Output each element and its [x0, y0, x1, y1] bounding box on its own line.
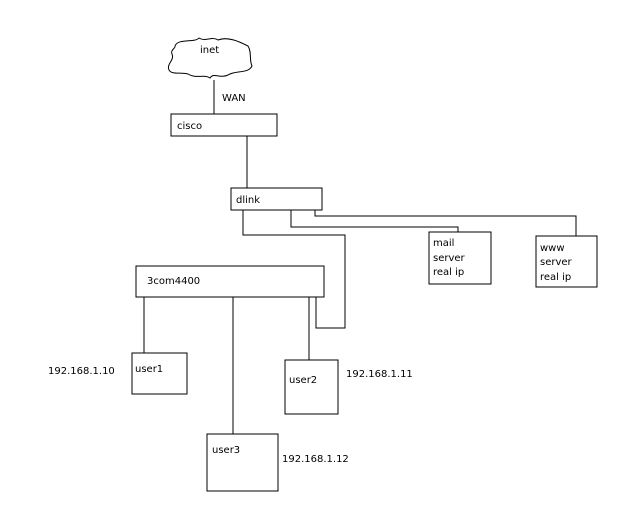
dlink-label: dlink	[236, 195, 260, 206]
wan-label: WAN	[222, 93, 246, 104]
switch-label: 3com4400	[147, 276, 200, 287]
cisco-label: cisco	[177, 121, 202, 132]
www-server-label-line2: server	[540, 257, 573, 268]
user1-host: user1	[131, 352, 188, 395]
link-dlink-switch	[242, 210, 346, 329]
user2-label: user2	[289, 375, 317, 386]
www-server-label-line1: www	[540, 243, 565, 254]
switch-3com4400: 3com4400	[135, 265, 325, 298]
user2-ip: 192.168.1.11	[346, 369, 413, 380]
internet-cloud: inet	[167, 37, 253, 79]
link-dlink-www	[314, 210, 577, 236]
mail-server: mail server real ip	[428, 231, 492, 285]
www-server-label-line3: real ip	[540, 272, 571, 283]
user3-label: user3	[212, 445, 240, 456]
dlink-router: dlink	[230, 187, 323, 211]
user1-label: user1	[135, 364, 163, 375]
link-dlink-mail	[290, 210, 459, 232]
www-server: www server real ip	[535, 235, 598, 288]
user2-host: user2	[284, 359, 339, 415]
mail-server-label-line3: real ip	[433, 267, 464, 278]
connections	[143, 80, 577, 434]
user3-ip: 192.168.1.12	[282, 454, 349, 465]
user1-ip: 192.168.1.10	[48, 366, 115, 377]
mail-server-label-line1: mail	[433, 238, 454, 249]
mail-server-label-line2: server	[433, 253, 466, 264]
user3-host: user3	[206, 433, 279, 492]
cisco-router: cisco	[170, 113, 278, 137]
cloud-label: inet	[200, 45, 219, 56]
cloud-shape	[167, 37, 253, 79]
